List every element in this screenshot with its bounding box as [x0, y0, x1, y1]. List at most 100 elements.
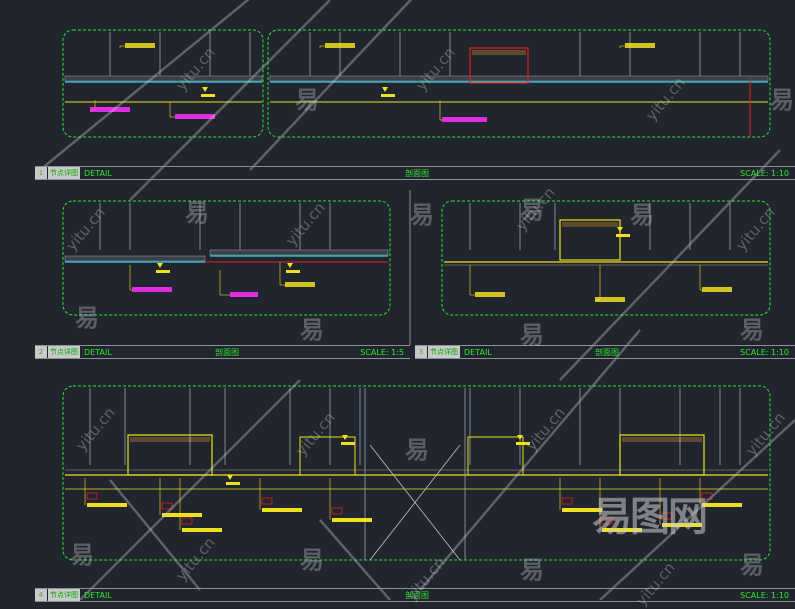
title-bar-3: 3 节点详图 DETAIL 剖面图 SCALE: 1:10: [415, 345, 795, 359]
annotation-text-block: [175, 114, 215, 119]
title-bar-1: 1 节点详图 DETAIL 剖面图 SCALE: 1:10: [35, 166, 795, 180]
level-marker-icon: [517, 435, 523, 440]
tag-box: [261, 497, 273, 505]
annotation-text-block: [625, 43, 655, 48]
level-marker-icon: [382, 87, 388, 92]
annotation-text-block: [562, 508, 602, 512]
level-marker-icon: [342, 435, 348, 440]
level-marker-icon: [287, 263, 293, 268]
detail-label: DETAIL: [84, 590, 112, 600]
annotation-text-block: [125, 43, 155, 48]
section-label: 剖面图: [215, 347, 239, 357]
tag-box: [181, 517, 193, 525]
annotation-text-block: [475, 292, 505, 297]
watermark-char: 易: [740, 551, 764, 579]
watermark-char: 易: [520, 556, 544, 584]
annotation-text-block: [662, 523, 702, 527]
scale-label: SCALE: 1:10: [740, 590, 789, 600]
ceiling-panel: [64, 75, 263, 82]
watermark-char: 易: [410, 201, 434, 229]
annotation-text-block: [332, 518, 372, 522]
watermark-line: [599, 419, 795, 600]
level-marker-icon: [157, 263, 163, 268]
watermark-logo: 易图网: [592, 494, 708, 540]
watermark-line: [559, 149, 781, 381]
level-text-block: [201, 94, 215, 97]
detail-frame: [62, 385, 771, 561]
tag-box: [661, 512, 673, 520]
level-text-block: [516, 442, 530, 445]
annotation-text-block: [87, 503, 127, 507]
watermark-char: 易: [520, 321, 544, 349]
watermark-char: 易: [405, 436, 429, 464]
ceiling-panel: [269, 75, 769, 82]
detail-frame: [62, 29, 264, 138]
watermark-line: [319, 519, 391, 600]
tag-box: [561, 497, 573, 505]
detail-frame: [267, 29, 771, 138]
light-trough: [469, 47, 529, 84]
annotation-text-block: [702, 287, 732, 292]
detail-label: DETAIL: [464, 347, 492, 357]
watermark-char: 易: [770, 86, 794, 114]
annotation-text-block: [285, 282, 315, 287]
title-bar-2: 2 节点详图 DETAIL 剖面图 SCALE: 1:5: [35, 345, 410, 359]
light-trough: [559, 219, 621, 261]
box-soffit: [299, 436, 356, 476]
annotation-text-block: [442, 117, 487, 122]
detail-number: 4: [35, 589, 47, 601]
tag-box: [331, 507, 343, 515]
tag-box: [161, 502, 173, 510]
annotation-text-block: [182, 528, 222, 532]
level-marker-icon: [227, 475, 233, 480]
level-text-block: [156, 270, 170, 273]
watermark-char: 易: [300, 316, 324, 344]
level-text-block: [381, 94, 395, 97]
scale-label: SCALE: 1:5: [360, 347, 404, 357]
detail-label: DETAIL: [84, 168, 112, 178]
watermark-char: 易: [520, 196, 544, 224]
level-text-block: [286, 270, 300, 273]
annotation-text-block: [702, 503, 742, 507]
watermark-char: 易: [70, 541, 94, 569]
detail-tag: 节点详图: [48, 167, 80, 179]
annotation-text-block: [90, 107, 130, 112]
annotation-text-block: [602, 528, 642, 532]
annotation-text-block: [262, 508, 302, 512]
level-text-block: [226, 482, 240, 485]
watermark-line: [249, 0, 413, 171]
tag-box: [86, 492, 98, 500]
detail-number: 3: [415, 346, 427, 358]
detail-label: DETAIL: [84, 347, 112, 357]
annotation-text-block: [595, 297, 625, 302]
section-label: 剖面图: [405, 590, 429, 600]
annotation-text-block: [230, 292, 258, 297]
level-marker-icon: [617, 227, 623, 232]
scale-label: SCALE: 1:10: [740, 347, 789, 357]
detail-tag: 节点详图: [48, 589, 80, 601]
watermark-char: 易: [630, 201, 654, 229]
detail-tag: 节点详图: [48, 346, 80, 358]
watermark-line: [109, 479, 201, 591]
watermark-char: 易: [185, 199, 209, 227]
tag-box: [701, 492, 713, 500]
watermark-char: 易: [300, 546, 324, 574]
section-label: 剖面图: [595, 347, 619, 357]
annotation-text-block: [162, 513, 202, 517]
annotation-text-block: [132, 287, 172, 292]
detail-number: 2: [35, 346, 47, 358]
watermark-line: [39, 0, 250, 171]
watermark-line: [419, 329, 641, 591]
watermark-char: 易: [295, 86, 319, 114]
detail-frame: [62, 200, 391, 316]
watermark-char: 易: [75, 304, 99, 332]
level-marker-icon: [202, 87, 208, 92]
brace-line: [369, 444, 461, 561]
scale-label: SCALE: 1:10: [740, 168, 789, 178]
box-soffit: [467, 436, 524, 476]
detail-tag: 节点详图: [428, 346, 460, 358]
detail-frame: [441, 200, 771, 316]
annotation-text-block: [325, 43, 355, 48]
watermark-char: 易: [740, 316, 764, 344]
